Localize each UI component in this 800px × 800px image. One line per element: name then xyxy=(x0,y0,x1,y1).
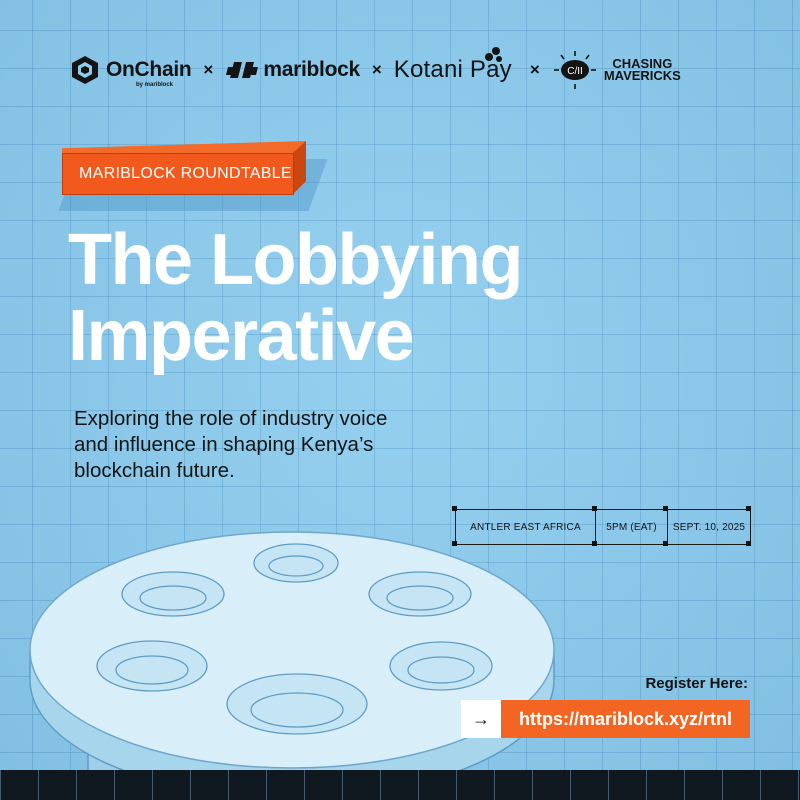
event-details: ANTLER EAST AFRICA 5PM (EAT) SEPT. 10, 2… xyxy=(455,509,751,545)
title-line-2: Imperative xyxy=(68,296,415,376)
mavericks-word: MAVERICKS xyxy=(603,68,681,83)
roundtable-badge: MARIBLOCK ROUNDTABLE xyxy=(58,141,328,211)
register-label: Register Here: xyxy=(645,675,748,692)
kotani-pay-logo: Kotani Pay xyxy=(393,47,512,84)
plate xyxy=(389,641,493,691)
corner-marker xyxy=(663,506,668,511)
mariblock-link-icon xyxy=(226,62,259,78)
badge-top-face xyxy=(62,141,306,153)
plate xyxy=(368,571,472,617)
chasing-word: CHASING xyxy=(612,56,673,71)
chasing-mavericks-badge-icon: C/II xyxy=(553,51,596,89)
arrow-right-icon[interactable]: → xyxy=(461,700,501,738)
description-line-2: and influence in shaping Kenya’s xyxy=(74,433,374,456)
title-line-1: The Lobbying xyxy=(68,220,523,300)
event-description: Exploring the role of industry voice and… xyxy=(74,406,454,484)
event-venue: ANTLER EAST AFRICA xyxy=(456,510,596,544)
corner-marker xyxy=(592,541,597,546)
kotani-pay-wordmark: Kotani Pay xyxy=(393,56,512,83)
plate xyxy=(121,571,225,617)
onchain-wordmark: OnChain xyxy=(106,58,192,81)
corner-marker xyxy=(592,506,597,511)
floor-tiles xyxy=(0,770,800,800)
description-line-3: blockchain future. xyxy=(74,459,235,482)
partner-separator: × xyxy=(529,60,540,79)
badge-front-face: MARIBLOCK ROUNDTABLE xyxy=(62,153,294,195)
plate xyxy=(96,640,208,692)
kotani-dots-icon xyxy=(484,47,502,62)
corner-marker xyxy=(746,506,751,511)
corner-marker xyxy=(663,541,668,546)
onchain-hexagon-icon xyxy=(72,56,98,84)
event-time: 5PM (EAT) xyxy=(596,510,668,544)
onchain-logo: OnChain by mariblock xyxy=(70,54,192,88)
onchain-subtext: by mariblock xyxy=(136,82,174,88)
event-date: SEPT. 10, 2025 xyxy=(672,521,746,533)
badge-side-face xyxy=(293,141,306,194)
register-link[interactable]: https://mariblock.xyz/rtnl xyxy=(501,700,750,738)
description-line-1: Exploring the role of industry voice xyxy=(74,407,388,430)
plate xyxy=(226,673,368,735)
mariblock-wordmark: mariblock xyxy=(263,58,360,81)
mariblock-logo: mariblock xyxy=(225,58,360,82)
chasing-mavericks-logo: C/II CHASING MAVERICKS xyxy=(552,50,681,90)
partner-logo-bar: OnChain by mariblock × mariblock × Kotan… xyxy=(70,47,681,90)
plate xyxy=(253,543,339,583)
partner-separator: × xyxy=(371,60,382,79)
event-title: The Lobbying Imperative xyxy=(68,220,523,376)
svg-text:C/II: C/II xyxy=(567,66,583,77)
corner-marker xyxy=(452,541,457,546)
corner-marker xyxy=(452,506,457,511)
partner-separator: × xyxy=(203,60,214,79)
chasing-mavericks-wordmark: CHASING MAVERICKS xyxy=(603,56,681,83)
corner-marker xyxy=(746,541,751,546)
badge-label: MARIBLOCK ROUNDTABLE xyxy=(79,165,292,182)
